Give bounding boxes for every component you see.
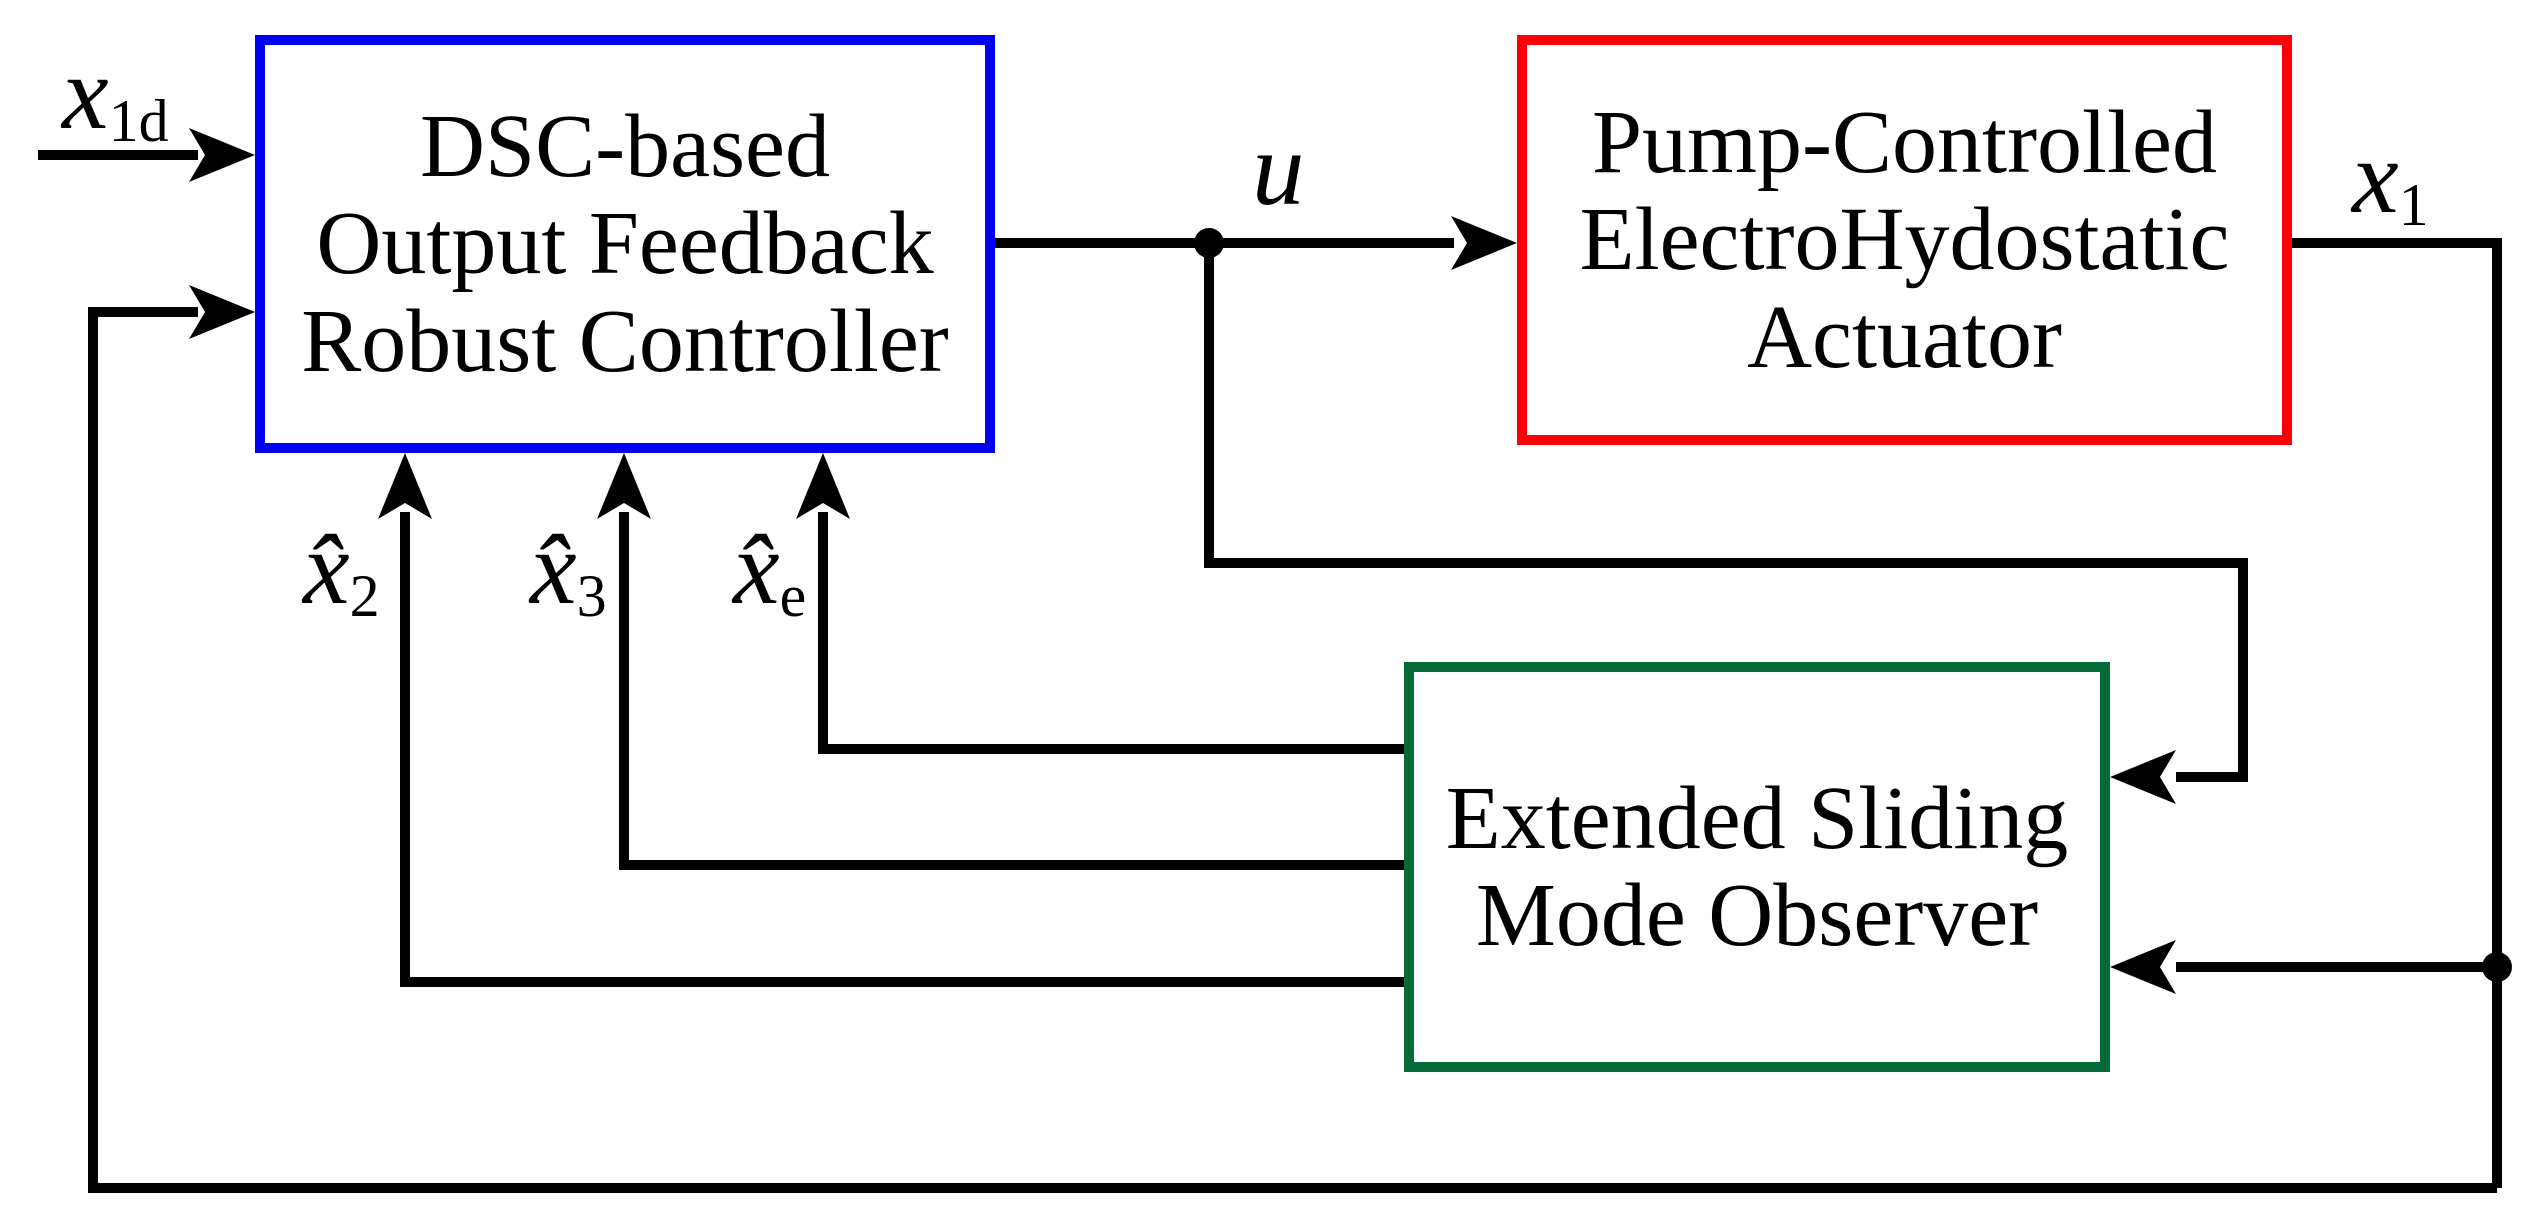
plant-label-line3: Actuator	[1747, 287, 2062, 387]
arrowhead-into-observer-x1-icon	[2110, 940, 2176, 994]
arrowhead-into-plant-u-icon	[1451, 216, 1517, 270]
controller-box: DSC-based Output Feedback Robust Control…	[255, 35, 995, 453]
arrowhead-into-observer-u-icon	[2110, 750, 2176, 804]
arrowhead-into-controller-xhate-icon	[796, 453, 850, 519]
wire-u-to-observer	[1204, 243, 2248, 782]
signal-x1-base: x	[2352, 118, 2399, 235]
signal-label-u: u	[1252, 116, 1305, 221]
controller-label-line3: Robust Controller	[301, 291, 949, 391]
signal-xhat3-base: x̂	[530, 509, 577, 626]
observer-label-line2: Mode Observer	[1475, 866, 2039, 965]
signal-x1d-base: x	[62, 34, 109, 151]
signal-label-xhat2: x̂2	[303, 515, 380, 626]
signal-label-xhate: x̂e	[733, 515, 806, 626]
wire-xhate	[818, 512, 1408, 754]
arrowhead-into-controller-x1d-icon	[189, 128, 255, 182]
plant-label-line1: Pump-Controlled	[1592, 93, 2217, 193]
plant-box: Pump-Controlled ElectroHydostatic Actuat…	[1517, 35, 2292, 445]
observer-label-line1: Extended Sliding	[1445, 768, 2069, 868]
signal-xhat2-subscript: 2	[349, 563, 380, 630]
arrowhead-into-controller-feedback-icon	[189, 285, 255, 339]
wire-xhat2	[400, 512, 1408, 987]
observer-box: Extended Sliding Mode Observer	[1404, 662, 2110, 1072]
wire-x1-feedback-loop	[88, 307, 2497, 1193]
wire-x1-output	[2292, 238, 2502, 1188]
signal-xhat2-base: x̂	[303, 509, 350, 626]
signal-label-x1d: x1d	[62, 40, 169, 151]
signal-xhat3-subscript: 3	[576, 563, 607, 630]
signal-xhate-base: x̂	[733, 509, 780, 626]
signal-label-x1: x1	[2352, 124, 2429, 235]
plant-label-line2: ElectroHydostatic	[1579, 190, 2230, 290]
signal-u-base: u	[1252, 110, 1305, 227]
signal-x1-subscript: 1	[2398, 172, 2429, 239]
arrowhead-into-controller-xhat2-icon	[378, 453, 432, 519]
arrowhead-into-controller-xhat3-icon	[597, 453, 651, 519]
signal-label-xhat3: x̂3	[530, 515, 607, 626]
signal-x1d-subscript: 1d	[108, 88, 169, 155]
controller-label-line2: Output Feedback	[316, 194, 934, 294]
signal-xhate-subscript: e	[779, 563, 807, 630]
wire-xhat3	[619, 512, 1408, 870]
controller-label-line1: DSC-based	[420, 97, 830, 197]
